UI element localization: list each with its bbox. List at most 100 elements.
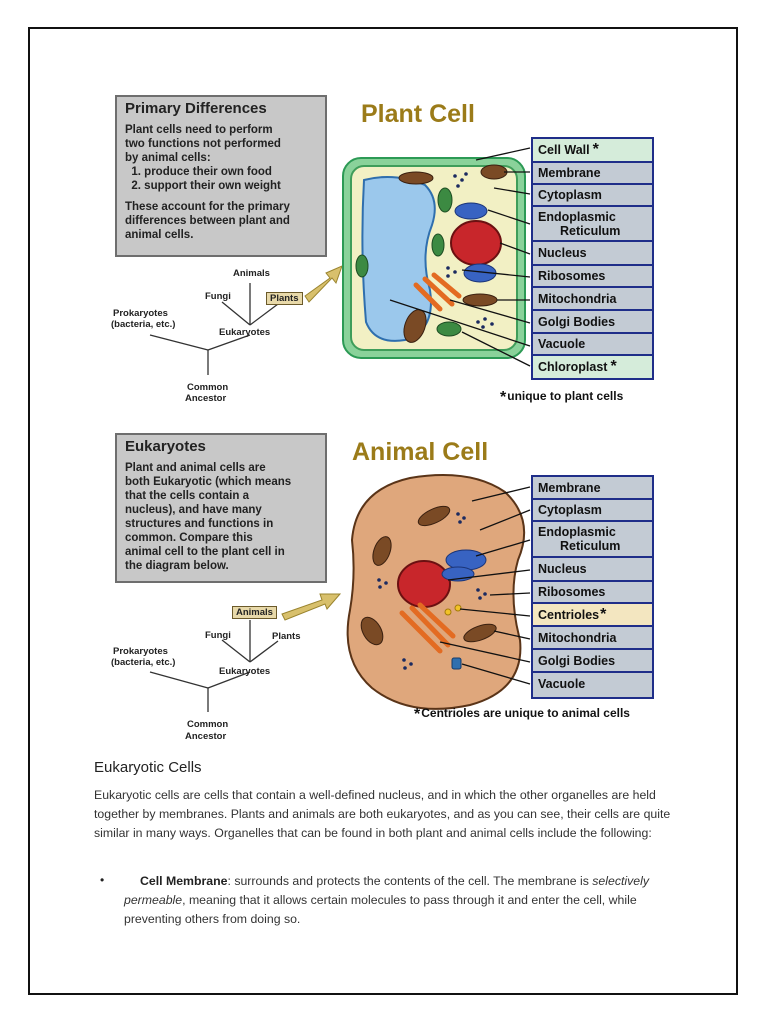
label-mitochondria: Mitochondria	[533, 288, 652, 311]
label-text: Ribosomes	[538, 269, 606, 283]
star-mark: *	[592, 141, 599, 158]
label-text: Golgi Bodies	[538, 653, 616, 668]
animal-unique-note: *Centrioles are unique to animal cells	[414, 706, 630, 724]
panel-title: Primary Differences	[125, 100, 267, 117]
label-text: Cytoplasm	[538, 188, 602, 202]
panel-line: by animal cells:	[125, 152, 211, 164]
panel-line: 2. support their own weight	[125, 180, 281, 192]
tree-label-plants-highlighted: Plants	[266, 292, 303, 305]
tree-label-prokaryotes: Prokaryotes	[113, 308, 168, 319]
label-text: Centrioles	[538, 607, 600, 622]
animal-cell-title: Animal Cell	[352, 438, 489, 466]
note-text: Centrioles are unique to animal cells	[421, 706, 630, 720]
label-chloroplast: Chloroplast *	[533, 356, 652, 378]
bullet-term: Cell Membrane	[140, 874, 228, 888]
star-mark: *	[414, 706, 421, 723]
label-ribosomes: Ribosomes	[533, 582, 652, 604]
tree-label-prokaryotes: Prokaryotes	[113, 646, 168, 657]
plant-cell-title: Plant Cell	[361, 100, 475, 128]
panel-line: Plant and animal cells are	[125, 462, 266, 474]
star-mark: *	[600, 605, 607, 623]
label-text: Vacuole	[538, 337, 586, 351]
tree-label-common: Common	[187, 719, 229, 730]
label-text: Mitochondria	[538, 291, 617, 306]
tree-label-ancestor: Ancestor	[185, 393, 227, 404]
plant-organelle-labels: Cell Wall * Membrane Cytoplasm Endoplasm…	[531, 137, 654, 380]
panel-line: two functions not performed	[125, 138, 281, 150]
panel-line: Plant cells need to perform	[125, 124, 273, 136]
panel-title: Eukaryotes	[125, 438, 206, 455]
label-membrane: Membrane	[533, 477, 652, 500]
panel-line: differences between plant and	[125, 215, 290, 227]
label-text: Nucleus	[538, 562, 587, 576]
label-text: Ribosomes	[538, 585, 606, 599]
label-endoplasmic-reticulum: Endoplasmic Reticulum	[533, 522, 652, 558]
label-vacuole: Vacuole	[533, 334, 652, 356]
tree-label-prokaryotes-sub: (bacteria, etc.)	[111, 657, 176, 668]
bullet-marker: •	[100, 873, 105, 887]
label-nucleus: Nucleus	[533, 242, 652, 266]
plant-unique-note: *unique to plant cells	[500, 389, 623, 407]
label-text: Golgi Bodies	[538, 314, 616, 329]
label-text: Nucleus	[538, 246, 587, 260]
label-golgi-bodies: Golgi Bodies	[533, 650, 652, 673]
panel-line: common. Compare this	[125, 532, 253, 544]
label-text: Endoplasmic	[538, 210, 616, 224]
label-text: Cytoplasm	[538, 503, 602, 517]
panel-line: These account for the primary	[125, 201, 290, 213]
eukaryotes-panel: Eukaryotes Plant and animal cells are bo…	[115, 433, 327, 583]
tree-label-plants: Plants	[272, 631, 301, 642]
label-text: Reticulum	[560, 539, 621, 553]
panel-line: the diagram below.	[125, 560, 229, 572]
plant-leader-lines	[389, 147, 531, 367]
label-endoplasmic-reticulum: Endoplasmic Reticulum	[533, 207, 652, 242]
plant-tree-lines	[149, 283, 279, 375]
label-text: Vacuole	[538, 677, 586, 691]
label-text: Membrane	[538, 166, 601, 180]
animal-leader-lines	[439, 486, 531, 685]
label-ribosomes: Ribosomes	[533, 266, 652, 288]
label-membrane: Membrane	[533, 163, 652, 185]
label-centrioles: Centrioles *	[533, 604, 652, 627]
label-text: Chloroplast	[538, 360, 608, 374]
label-vacuole: Vacuole	[533, 673, 652, 695]
primary-differences-panel: Primary Differences Plant cells need to …	[115, 95, 327, 257]
bullet-emphasis: selectively permeable	[124, 874, 649, 907]
tree-label-fungi: Fungi	[205, 630, 231, 641]
plant-arrow	[304, 265, 343, 303]
intro-paragraph: Eukaryotic cells are cells that contain …	[94, 788, 671, 840]
label-cytoplasm: Cytoplasm	[533, 185, 652, 207]
label-mitochondria: Mitochondria	[533, 627, 652, 650]
panel-line: nucleus), and have many	[125, 504, 262, 516]
tree-label-fungi: Fungi	[205, 291, 231, 302]
plant-cell-illustration	[342, 157, 526, 359]
tree-label-eukaryotes: Eukaryotes	[219, 327, 271, 338]
animal-arrow	[281, 593, 342, 621]
label-cell-wall: Cell Wall *	[533, 139, 652, 163]
label-golgi-bodies: Golgi Bodies	[533, 311, 652, 334]
star-mark: *	[500, 389, 507, 406]
star-mark: *	[610, 358, 617, 375]
tree-label-prokaryotes-sub: (bacteria, etc.)	[111, 319, 176, 330]
tree-label-common: Common	[187, 382, 229, 393]
tree-label-animals: Animals	[233, 268, 270, 279]
label-nucleus: Nucleus	[533, 558, 652, 582]
panel-line: 1. produce their own food	[125, 166, 272, 178]
label-text: Mitochondria	[538, 630, 617, 645]
label-text: Endoplasmic	[538, 525, 616, 539]
tree-label-eukaryotes: Eukaryotes	[219, 666, 271, 677]
cell-membrane-bullet: Cell Membrane: surrounds and protects th…	[124, 872, 664, 929]
label-text: Cell Wall	[538, 143, 590, 157]
tree-label-ancestor: Ancestor	[185, 731, 227, 742]
animal-organelle-labels: Membrane Cytoplasm Endoplasmic Reticulum…	[531, 475, 654, 699]
panel-line: animal cells.	[125, 229, 194, 241]
panel-line: that the cells contain a	[125, 490, 249, 502]
section-heading: Eukaryotic Cells	[94, 759, 202, 776]
tree-label-animals-highlighted: Animals	[232, 606, 277, 619]
panel-line: structures and functions in	[125, 518, 274, 530]
label-text: Membrane	[538, 480, 601, 495]
animal-tree-lines	[149, 620, 279, 712]
note-text: unique to plant cells	[507, 389, 624, 403]
page-frame	[28, 27, 738, 995]
